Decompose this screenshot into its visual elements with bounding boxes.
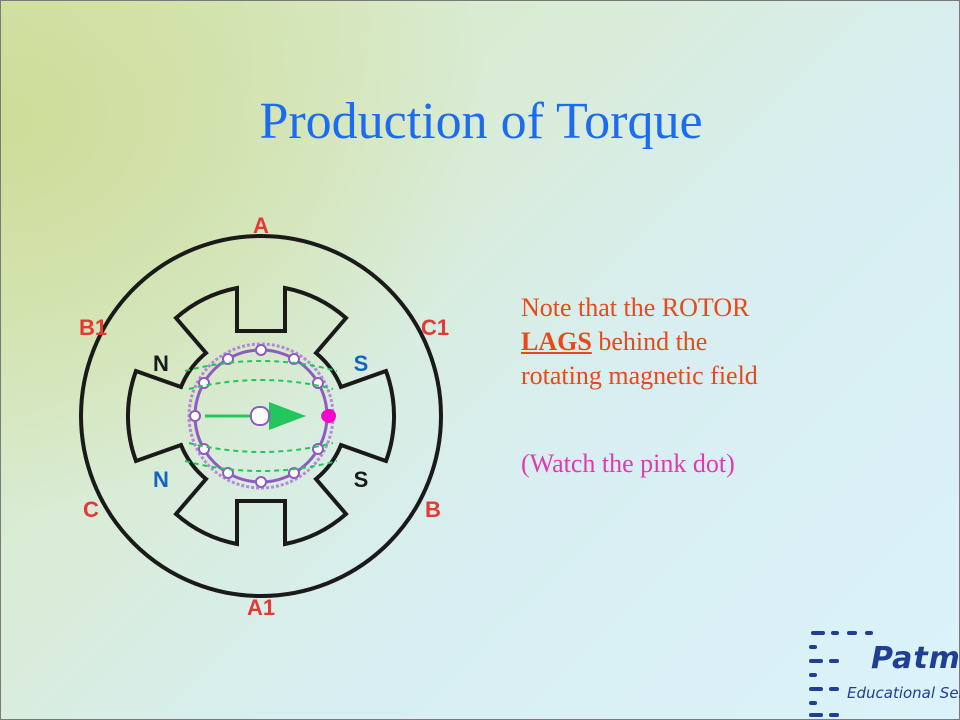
logo-subtitle: Educational Services (847, 684, 960, 702)
note-line-2: LAGS behind the (521, 325, 841, 359)
pole-s-lower: S (354, 467, 369, 492)
label-c1: C1 (421, 315, 449, 340)
label-a1: A1 (247, 595, 275, 620)
label-b: B (425, 497, 441, 522)
label-a: A (253, 213, 269, 238)
watch-note: (Watch the pink dot) (521, 449, 735, 478)
stepper-motor-diagram: A A1 B1 C1 C B N N S S (79, 213, 449, 620)
pole-s-upper: S (354, 351, 369, 376)
patmar-logo-mark (809, 631, 873, 717)
note-line-2-rest: behind the (591, 327, 708, 356)
slide-title: Production of Torque (259, 93, 703, 150)
pole-n-lower: N (153, 467, 169, 492)
magnetic-field-lines (184, 360, 338, 472)
note-line-3: rotating magnetic field (521, 361, 758, 390)
pink-dot (322, 409, 336, 423)
label-c: C (83, 497, 99, 522)
field-direction-arrowhead (269, 402, 306, 430)
logo-name: Patmar (871, 641, 960, 676)
rotor-hub (250, 406, 270, 426)
label-b1: B1 (79, 315, 107, 340)
pole-n-upper: N (153, 351, 169, 376)
stator-outer-ring (79, 234, 443, 598)
note-line-1: Note that the ROTOR (521, 293, 750, 322)
note-text: Note that the ROTOR LAGS behind the rota… (521, 291, 841, 393)
note-lags: LAGS (521, 327, 592, 356)
